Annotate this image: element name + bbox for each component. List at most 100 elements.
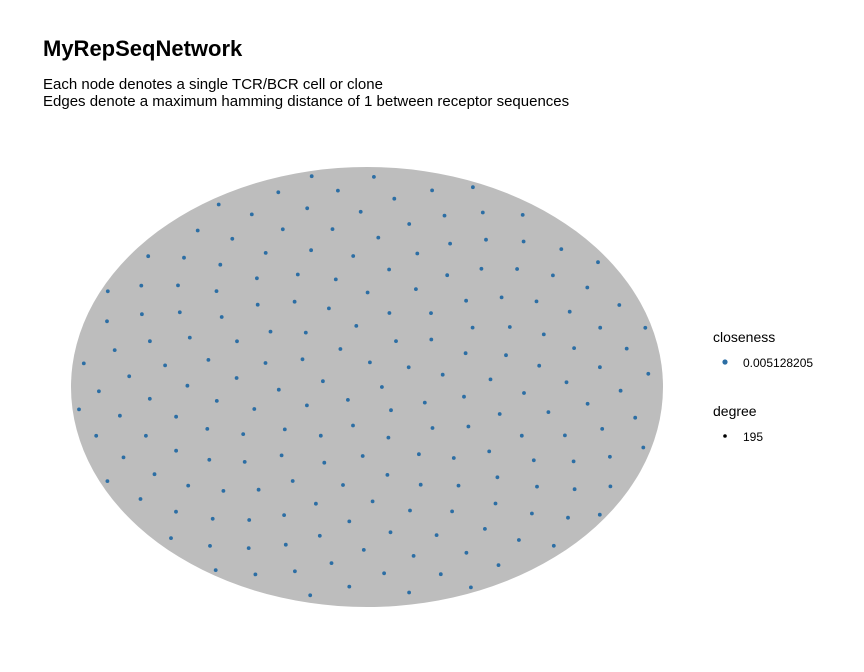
network-node: [263, 361, 268, 365]
network-node: [499, 295, 504, 300]
network-node: [351, 254, 356, 258]
network-node: [504, 353, 508, 358]
network-node: [480, 210, 485, 215]
network-node: [372, 175, 376, 179]
network-node: [118, 413, 122, 418]
network-node: [418, 482, 423, 487]
network-node: [276, 387, 281, 392]
network-node: [624, 346, 629, 351]
network-node: [147, 396, 152, 401]
network-node: [279, 453, 284, 458]
network-node: [572, 487, 577, 492]
network-node: [253, 572, 258, 577]
network-node: [341, 483, 345, 487]
network-node: [448, 241, 452, 246]
network-node: [152, 472, 157, 477]
network-node: [186, 483, 191, 488]
network-node: [430, 426, 435, 430]
network-node: [414, 287, 418, 291]
network-node: [376, 235, 381, 240]
network-node: [389, 408, 393, 413]
network-node: [300, 357, 305, 362]
network-node: [517, 538, 521, 542]
network-node: [112, 348, 117, 352]
network-node: [551, 543, 556, 548]
network-node: [546, 410, 551, 414]
network-node: [466, 424, 471, 429]
network-node: [365, 290, 370, 295]
network-node: [249, 212, 254, 217]
network-node: [407, 222, 412, 226]
network-node: [522, 391, 526, 395]
network-node: [338, 347, 343, 351]
network-node: [329, 561, 334, 565]
network-node: [388, 530, 393, 535]
network-node: [351, 423, 355, 428]
network-node: [187, 335, 192, 340]
network-node: [515, 267, 519, 271]
network-node: [146, 254, 151, 259]
network-node: [346, 398, 350, 402]
network-node: [354, 324, 359, 328]
network-node: [571, 459, 576, 464]
network-node: [214, 289, 219, 293]
network-node: [360, 454, 365, 458]
network-node: [219, 315, 224, 319]
network-node: [598, 365, 602, 370]
legend-closeness-label: 0.005128205: [743, 356, 814, 370]
network-node: [218, 262, 223, 267]
network-node: [429, 311, 433, 315]
network-node: [531, 458, 536, 463]
network-node: [483, 527, 487, 531]
network-node: [81, 361, 86, 366]
network-node: [429, 337, 434, 342]
network-node: [438, 572, 443, 577]
legend-degree-title: degree: [713, 403, 757, 419]
network-node: [336, 188, 340, 193]
network-node: [487, 449, 492, 454]
network-node: [207, 457, 212, 462]
subtitle-line-2: Edges denote a maximum hamming distance …: [43, 93, 570, 110]
network-node: [385, 473, 390, 477]
network-node: [176, 283, 180, 288]
network-node: [422, 400, 427, 405]
network-node: [394, 339, 398, 343]
network-node: [255, 302, 260, 307]
network-node: [521, 239, 526, 244]
network-node: [206, 358, 211, 362]
network-node: [596, 260, 600, 265]
network-node: [463, 351, 468, 356]
network-node: [479, 266, 484, 271]
network-node: [451, 456, 456, 460]
network-node: [534, 299, 539, 304]
network-node: [169, 536, 173, 540]
network-node: [470, 325, 475, 330]
network-node: [174, 448, 179, 453]
network-node: [347, 519, 352, 524]
network-node: [330, 227, 335, 232]
network-node: [292, 299, 297, 304]
network-node: [440, 372, 445, 377]
network-node: [559, 247, 564, 252]
legend-degree-label: 195: [743, 430, 764, 444]
network-node: [387, 267, 391, 272]
network-node: [572, 346, 576, 350]
network-node: [442, 213, 447, 218]
network-node: [174, 509, 178, 514]
subtitle-line-1: Each node denotes a single TCR/BCR cell …: [43, 76, 383, 93]
network-node: [268, 329, 273, 334]
network-node: [392, 196, 397, 201]
network-node: [283, 542, 288, 547]
network-node: [205, 427, 210, 431]
network-node: [358, 209, 363, 214]
network-node: [541, 332, 546, 337]
network-node: [105, 319, 109, 324]
network-node: [138, 497, 143, 501]
network-node: [263, 251, 268, 255]
network-node: [520, 213, 525, 217]
network-node: [495, 475, 500, 480]
legend-closeness-title: closeness: [713, 329, 776, 345]
network-node: [445, 273, 450, 278]
network-node: [496, 563, 501, 567]
legend-closeness-key: [722, 359, 728, 365]
